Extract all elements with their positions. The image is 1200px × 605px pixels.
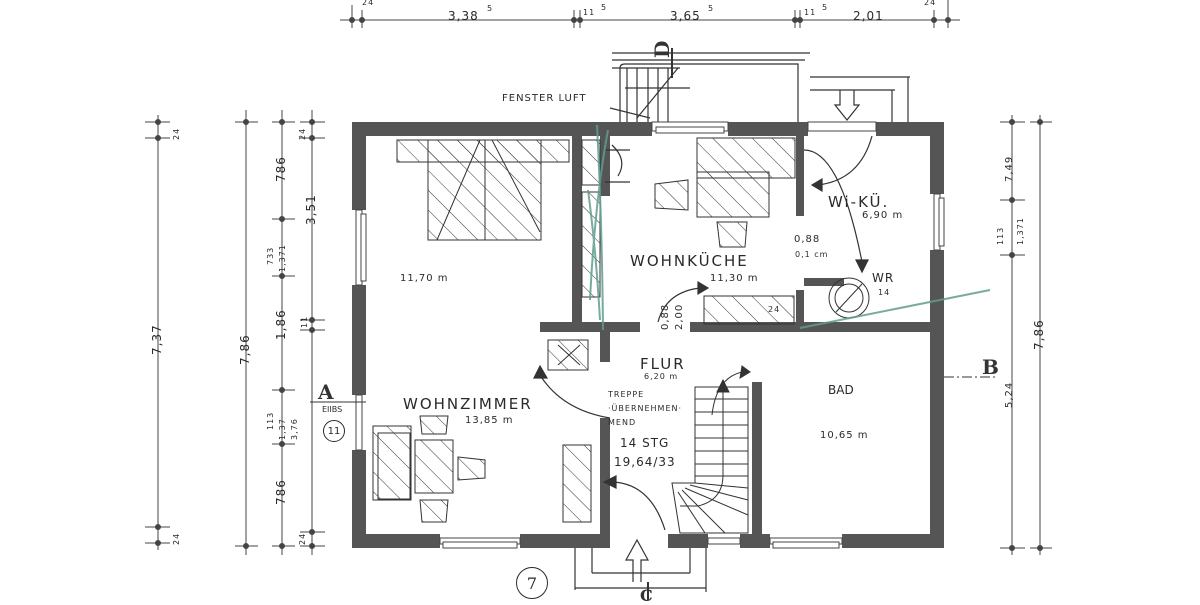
entry-stairs [574,538,707,592]
dim-left-outer-wall-bottom: 24 [172,532,181,545]
note-kitchen-door-height: 2,00 [674,303,685,330]
dim-top-seg3: 2,01 [853,9,884,23]
section-lines [310,376,995,600]
dim-top-left-wall: 24 [362,0,375,7]
dim-left-inner-wall-top: 24 [298,127,307,140]
dim-left-upper-opening: 786 [274,156,288,182]
dim-top-wall2-sup: 5 [601,3,608,12]
section-mark-d: D [650,40,674,58]
section-mark-b: B [982,355,999,379]
dim-left-outer-total: 7,37 [150,324,164,355]
section-mark-a: A [318,380,334,404]
dim-right-window-top: 113 [996,226,1005,245]
dim-left-mid-seg: 1,86 [274,309,288,340]
room-name-wiku: Wi-KÜ. [828,193,890,211]
note-wr-value: 14 [878,288,891,297]
room-area-bad: 10,65 m [820,430,869,441]
top-dimension-line [340,0,960,28]
room-name-wohnkueche: WOHNKÜCHE [630,252,749,270]
dim-left-window-upper-top: 733 [266,246,275,265]
dim-left-window-lower-bottom: 1,37 [278,418,287,440]
room-area-wohnkueche: 11,30 m [710,273,759,284]
furniture [372,137,870,523]
note-treppe-3: MEND [608,418,637,427]
marker-circle-11: 11 [323,420,345,442]
note-wiku-door-width: 0,88 [794,234,821,245]
dim-top-wall2: 11 [583,8,596,17]
dim-right-total: 7,86 [1032,319,1046,350]
note-step-ratio: 19,64/33 [614,455,676,469]
windows [355,121,945,549]
dim-top-wall3: 11 [804,8,817,17]
dim-left-inner-mid: 11 [300,315,309,328]
door-swings [533,135,873,531]
dim-right-upper: 7,49 [1004,155,1015,182]
note-a: EIIBS [322,405,343,414]
note-treppe-1: TREPPE [608,390,645,399]
dim-top-seg2: 3,65 [670,9,701,23]
note-counter: 24 [768,305,781,314]
dim-right-lower: 5,24 [1004,381,1015,408]
note-kitchen-door-width: 0,88 [660,303,671,330]
dim-top-seg2-sup: 5 [708,4,715,13]
dim-right-window-bottom: 1,371 [1016,217,1025,245]
section-mark-c: C [640,586,653,605]
dim-left-outer-wall-top: 24 [172,127,181,140]
staircase [671,365,751,534]
right-dimension-lines [1000,115,1052,555]
marker-circle-7-label: 7 [526,573,538,593]
dim-left-mid-total: 7,86 [238,334,252,365]
room-name-bad: BAD [828,383,854,397]
dim-top-seg1: 3,38 [448,9,479,23]
dim-left-window-upper-bottom: 1,371 [278,244,287,272]
room-area-flur: 6,20 m [644,372,679,381]
note-treppe-2: ·ÜBERNEHMEN· [608,404,683,413]
dim-left-window-lower-top: 113 [266,411,275,430]
note-steps: 14 STG [620,436,670,450]
dim-left-inner-upper: 3,51 [304,194,318,225]
dim-top-seg1-sup: 5 [487,4,494,13]
dim-top-wall3-sup: 5 [822,3,829,12]
dim-left-inner-lower: 3,76 [290,418,299,440]
dim-left-lower-opening: 786 [274,479,288,505]
marker-circle-11-label: 11 [327,425,341,437]
pencil-annotations [587,124,991,331]
room-area-wohnzimmer: 13,85 m [465,415,514,426]
left-dimension-lines [145,110,325,555]
room-area-bedroom: 11,70 m [400,273,449,284]
note-wiku-door-height: 0,1 cm [795,250,829,259]
note-fenster-luft: FENSTER LUFT [502,93,587,104]
room-name-wohnzimmer: WOHNZIMMER [403,395,533,413]
room-name-flur: FLUR [640,355,686,373]
room-area-wiku: 6,90 m [862,210,904,221]
marker-circle-7: 7 [516,567,548,599]
exterior-landing [609,48,910,122]
note-wr-label: WR [872,271,895,285]
dim-left-inner-wall-bottom: 24 [298,532,307,545]
dim-top-right-wall: 24 [924,0,937,7]
